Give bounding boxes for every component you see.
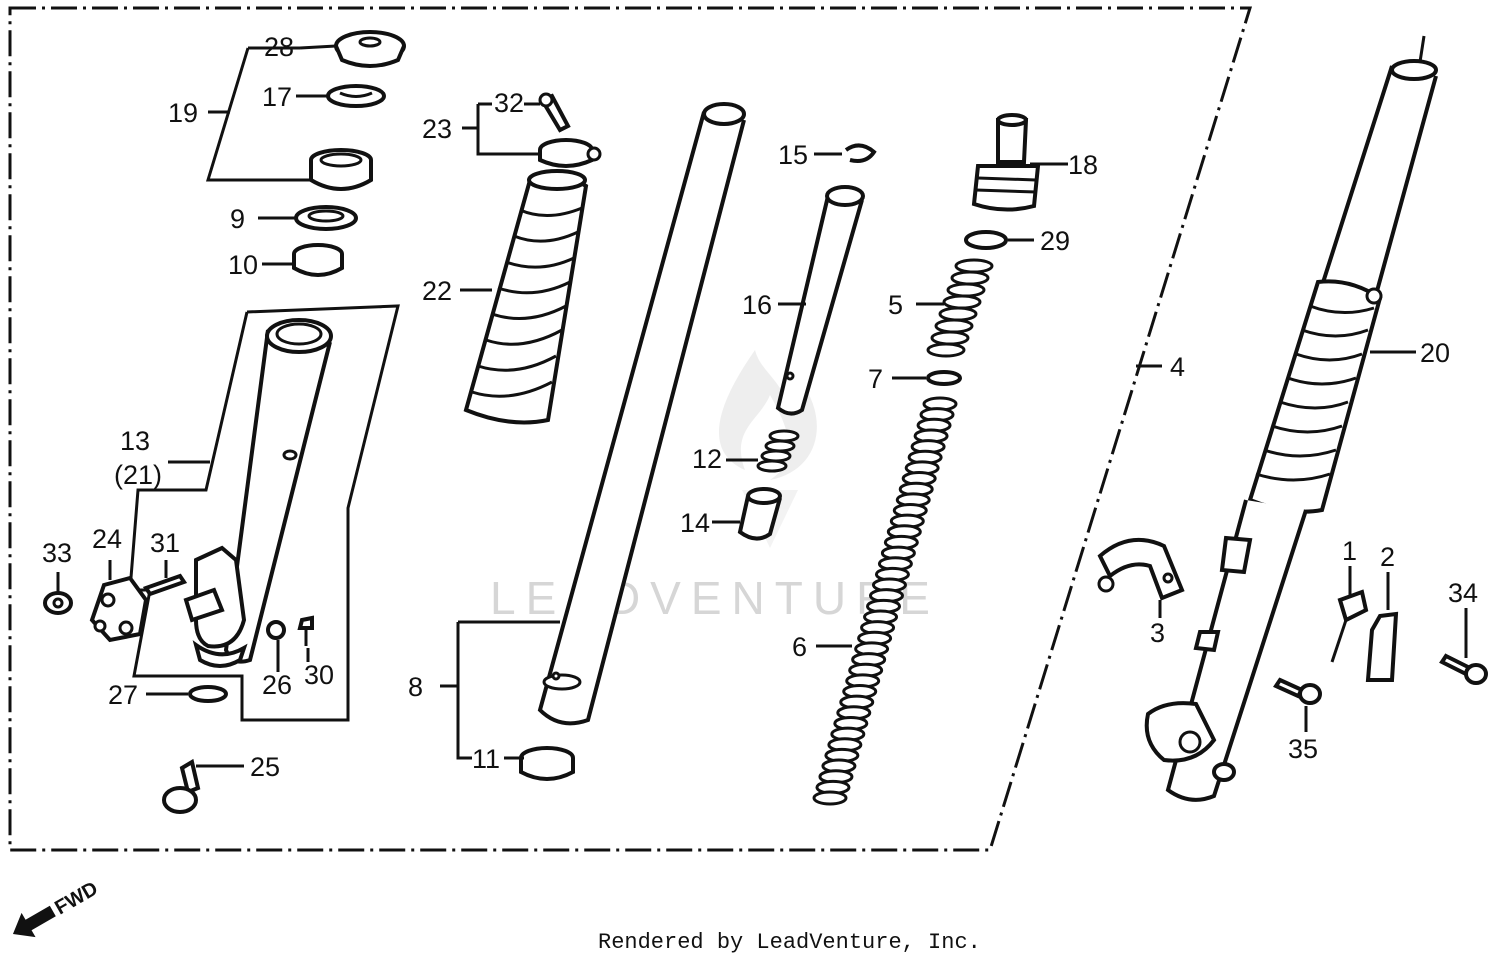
label-23[interactable]: 23 <box>422 114 452 144</box>
part-29-o-ring[interactable] <box>964 230 1008 250</box>
label-5[interactable]: 5 <box>888 290 903 320</box>
label-18[interactable]: 18 <box>1068 150 1098 180</box>
part-12-rebound-spring[interactable] <box>756 429 800 473</box>
label-13[interactable]: 13 <box>120 426 150 456</box>
diagram-frame <box>8 6 1253 852</box>
part-28-top-cap[interactable] <box>334 30 406 68</box>
label-27[interactable]: 27 <box>108 680 138 710</box>
label-17[interactable]: 17 <box>262 82 292 112</box>
part-6-fork-spring[interactable] <box>812 396 958 806</box>
fwd-label: FWD <box>51 878 101 920</box>
label-22[interactable]: 22 <box>422 276 452 306</box>
part-2-reflector[interactable] <box>1365 611 1399 682</box>
label-10[interactable]: 10 <box>228 250 258 280</box>
label-31[interactable]: 31 <box>150 528 180 558</box>
label-25[interactable]: 25 <box>250 752 280 782</box>
label-8[interactable]: 8 <box>408 672 423 702</box>
label-33[interactable]: 33 <box>42 538 72 568</box>
label-9[interactable]: 9 <box>230 204 245 234</box>
part-14-oil-lock-piece[interactable] <box>737 487 782 541</box>
part-35-bolt[interactable] <box>1273 677 1322 705</box>
label-2[interactable]: 2 <box>1380 542 1395 572</box>
label-20[interactable]: 20 <box>1420 338 1450 368</box>
render-credit: Rendered by LeadVenture, Inc. <box>598 930 981 955</box>
part-32-bolt[interactable] <box>538 92 571 133</box>
part-16-damper-rod[interactable] <box>775 185 865 416</box>
label-4[interactable]: 4 <box>1170 352 1185 382</box>
part-labels: 28 17 19 9 10 13 (21) 33 24 31 26 30 27 … <box>42 32 1478 782</box>
part-19-bushing[interactable] <box>309 148 373 191</box>
part-8-inner-tube[interactable] <box>537 102 746 726</box>
label-11[interactable]: 11 <box>472 744 500 774</box>
label-1[interactable]: 1 <box>1342 536 1357 566</box>
label-32[interactable]: 32 <box>494 88 524 118</box>
part-17-washer[interactable] <box>326 84 386 108</box>
label-26[interactable]: 26 <box>262 670 292 700</box>
label-34[interactable]: 34 <box>1448 578 1478 608</box>
label-12[interactable]: 12 <box>692 444 722 474</box>
label-35[interactable]: 35 <box>1288 734 1318 764</box>
label-29[interactable]: 29 <box>1040 226 1070 256</box>
label-15[interactable]: 15 <box>778 140 808 170</box>
label-7[interactable]: 7 <box>868 364 883 394</box>
label-19[interactable]: 19 <box>168 98 198 128</box>
part-25-bolt[interactable] <box>162 758 201 814</box>
label-3[interactable]: 3 <box>1150 618 1165 648</box>
part-15-circlip[interactable] <box>844 143 877 163</box>
label-28[interactable]: 28 <box>264 32 294 62</box>
part-7-seat[interactable] <box>926 370 962 386</box>
part-24-axle-holder[interactable] <box>89 575 149 643</box>
label-30[interactable]: 30 <box>304 660 334 690</box>
part-11-bushing[interactable] <box>519 746 575 781</box>
part-30-screw[interactable] <box>297 615 314 646</box>
part-23-clamp[interactable] <box>538 138 602 168</box>
part-26-washer[interactable] <box>266 620 286 640</box>
part-34-bolt[interactable] <box>1439 653 1488 685</box>
part-10-bushing[interactable] <box>292 243 344 277</box>
label-14[interactable]: 14 <box>680 508 710 538</box>
part-31-stud-bolt[interactable] <box>142 573 188 597</box>
bracket-19 <box>205 46 310 182</box>
part-20-fork-assembly[interactable] <box>1144 35 1438 802</box>
label-6[interactable]: 6 <box>792 632 807 662</box>
part-5-spring-collar[interactable] <box>926 258 994 358</box>
part-33-nut[interactable] <box>43 591 73 615</box>
label-21[interactable]: (21) <box>114 460 162 490</box>
part-27-o-ring[interactable] <box>188 685 228 703</box>
forward-direction-arrow: FWD <box>12 878 102 938</box>
part-13-fork-slider[interactable] <box>183 318 333 668</box>
watermark-text: LEADVENTURE <box>490 572 940 624</box>
part-3-hose-guide[interactable] <box>1097 538 1185 601</box>
part-1-reflector-bracket[interactable] <box>1330 589 1369 663</box>
label-16[interactable]: 16 <box>742 290 772 320</box>
part-22-fork-boot[interactable] <box>463 169 589 425</box>
part-18-fork-bolt[interactable] <box>971 113 1041 212</box>
part-9-seal[interactable] <box>294 205 358 231</box>
label-24[interactable]: 24 <box>92 524 122 554</box>
